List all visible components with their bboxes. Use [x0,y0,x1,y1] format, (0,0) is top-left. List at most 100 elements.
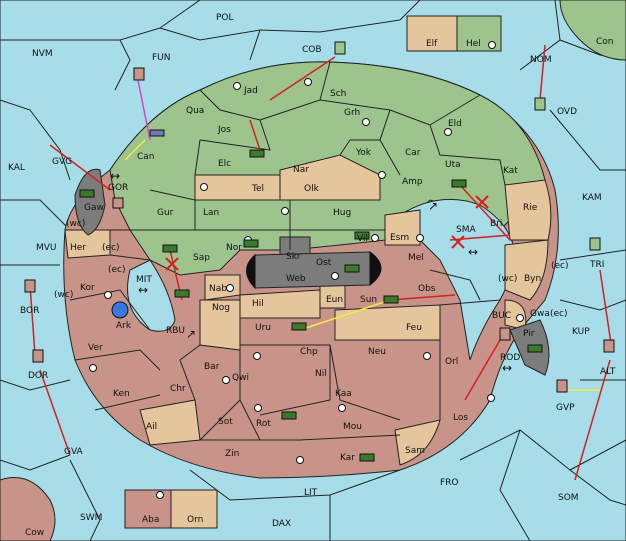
label-kal: KAL [8,163,25,173]
label-elc: Elc [218,159,231,169]
army-unit[interactable] [354,231,370,240]
army-unit[interactable] [79,189,95,198]
fleet-unit[interactable] [534,97,546,111]
label-rie: Rie [523,203,538,213]
failed-mark [165,257,179,271]
label-wc1: (wc) [66,219,85,229]
region-byn[interactable] [504,239,549,301]
label-feu: Feu [406,323,422,333]
label-hil: Hil [252,299,264,309]
fleet-unit[interactable] [149,129,165,137]
double-arrows: ↔ ↗ ↔ ↗ ↔ ↔ [110,169,512,375]
order-arrow [599,269,613,351]
label-nab: Nab [209,284,227,294]
label-skr: Skr [286,252,301,262]
region-esm[interactable] [384,209,421,246]
label-aba: Aba [142,515,159,525]
label-bri: Bri [490,219,502,229]
label-gaw: Gaw [84,203,104,213]
region-con[interactable] [559,0,626,61]
region-sam[interactable] [394,419,441,466]
label-sma: SMA [456,225,476,235]
supply-center [444,128,452,136]
label-nor: Nor [226,243,242,253]
label-nom: NOM [530,55,552,65]
label-hel: Hel [466,39,481,49]
order-arrow [459,184,511,241]
army-unit[interactable] [281,411,297,420]
label-tri: TRI [589,260,604,270]
arrow-rod: ↔ [502,361,512,375]
fleet-unit[interactable] [24,279,36,293]
region-web-cap-left [246,253,256,290]
army-unit[interactable] [451,179,467,188]
arrow-sma: ↗ [428,199,438,213]
order-arrow [124,139,146,161]
label-gvg: GVG [52,157,72,167]
label-grh: Grh [344,108,360,118]
army-unit[interactable] [174,289,190,298]
label-car: Car [405,148,421,158]
label-ost: Ost [316,258,332,268]
label-tel: Tel [251,184,264,194]
label-elf: Elf [426,39,438,49]
label-chr: Chr [170,384,186,394]
fleet-unit[interactable] [112,197,124,209]
label-fun: FUN [152,53,171,63]
label-orn: Orn [187,515,203,525]
fleet-unit[interactable] [603,339,615,353]
region-olk[interactable] [279,154,381,201]
label-eld: Eld [448,119,462,129]
label-nar: Nar [293,165,309,175]
supply-center [304,78,312,86]
sea-labels: POL NVM FUN COB NOM Con OVD KAL GVG GOR … [8,13,616,538]
fleet-unit[interactable] [334,41,346,55]
supply-center [362,118,370,126]
army-unit[interactable] [243,239,259,248]
label-uru: Uru [255,323,271,333]
label-ec3: (ec) [108,265,126,275]
army-unit[interactable] [291,322,307,331]
region-feu[interactable] [334,304,441,341]
fleet-unit[interactable] [32,349,44,363]
army-unit[interactable] [383,295,399,304]
order-arrow [539,44,546,101]
label-rot: Rot [256,419,271,429]
fleet-unit[interactable] [556,379,568,393]
label-gur: Gur [157,208,174,218]
label-yok: Yok [355,148,372,158]
label-vil: Vil [357,234,368,244]
army-unit[interactable] [344,264,360,273]
army-unit[interactable] [249,149,265,158]
region-orn[interactable] [170,489,218,529]
label-kor: Kor [80,283,95,293]
supply-center [487,394,495,402]
label-ken: Ken [113,389,130,399]
fleet-unit[interactable] [111,301,129,319]
label-rod: ROD [500,353,520,363]
army-unit[interactable] [527,344,543,353]
label-olk: Olk [304,184,320,194]
label-kup: KUP [572,327,590,337]
land-borders [69,61,506,441]
label-con: Con [596,37,614,47]
label-her: Her [70,243,86,253]
label-bor: BOR [20,306,39,316]
label-nil: Nil [315,369,327,379]
army-unit[interactable] [162,244,178,253]
label-cob: COB [302,45,322,55]
supply-center [226,284,234,292]
order-arrow [39,369,71,456]
label-sun: Sun [360,295,377,305]
fleet-unit[interactable] [589,237,601,251]
army-unit[interactable] [359,453,375,462]
label-sch: Sch [330,89,346,99]
region-cow[interactable] [0,477,56,541]
order-arrow [269,56,336,101]
label-ark: Ark [116,321,132,331]
label-sap: Sap [193,253,210,263]
fleet-unit[interactable] [133,67,145,81]
label-neu: Neu [368,347,386,357]
fleet-unit[interactable] [499,327,511,341]
